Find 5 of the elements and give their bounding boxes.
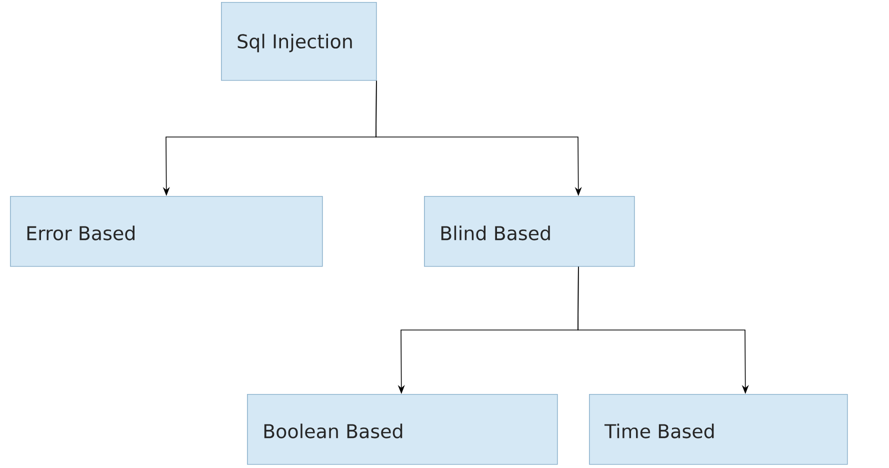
process-box: Blind Based (424, 196, 635, 267)
process-box: Error Based (10, 196, 323, 267)
process-box: Boolean Based (247, 394, 558, 465)
process-box: Sql Injection (221, 2, 377, 81)
process-box: Time Based (589, 394, 848, 465)
